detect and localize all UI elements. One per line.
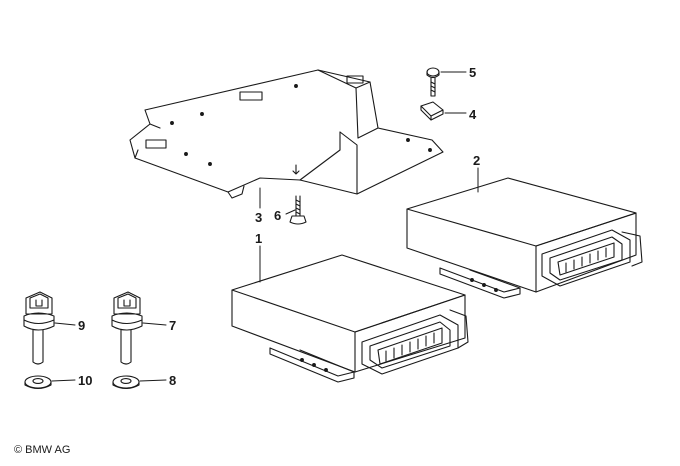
part-2-control-unit [407,178,642,298]
part-4-clip-nut [421,102,443,120]
part-3-bracket [130,70,443,198]
callout-10: 10 [78,373,93,388]
callout-6: 6 [274,208,282,223]
part-7-sensor [112,292,142,364]
leader-lines [52,72,478,381]
callout-7: 7 [169,318,177,333]
callout-8: 8 [169,373,177,388]
part-6-screw [290,196,306,224]
copyright-notice: © BMW AG [14,444,71,456]
part-9-sensor [24,292,54,364]
callout-9: 9 [78,318,86,333]
callout-4: 4 [469,107,477,122]
callout-1: 1 [255,231,263,246]
callout-2: 2 [473,153,481,168]
part-5-screw [427,68,439,96]
callout-3: 3 [255,210,263,225]
part-8-washer [113,376,139,389]
part-10-washer [25,376,51,389]
callout-5: 5 [469,65,477,80]
part-1-control-unit [232,255,468,382]
